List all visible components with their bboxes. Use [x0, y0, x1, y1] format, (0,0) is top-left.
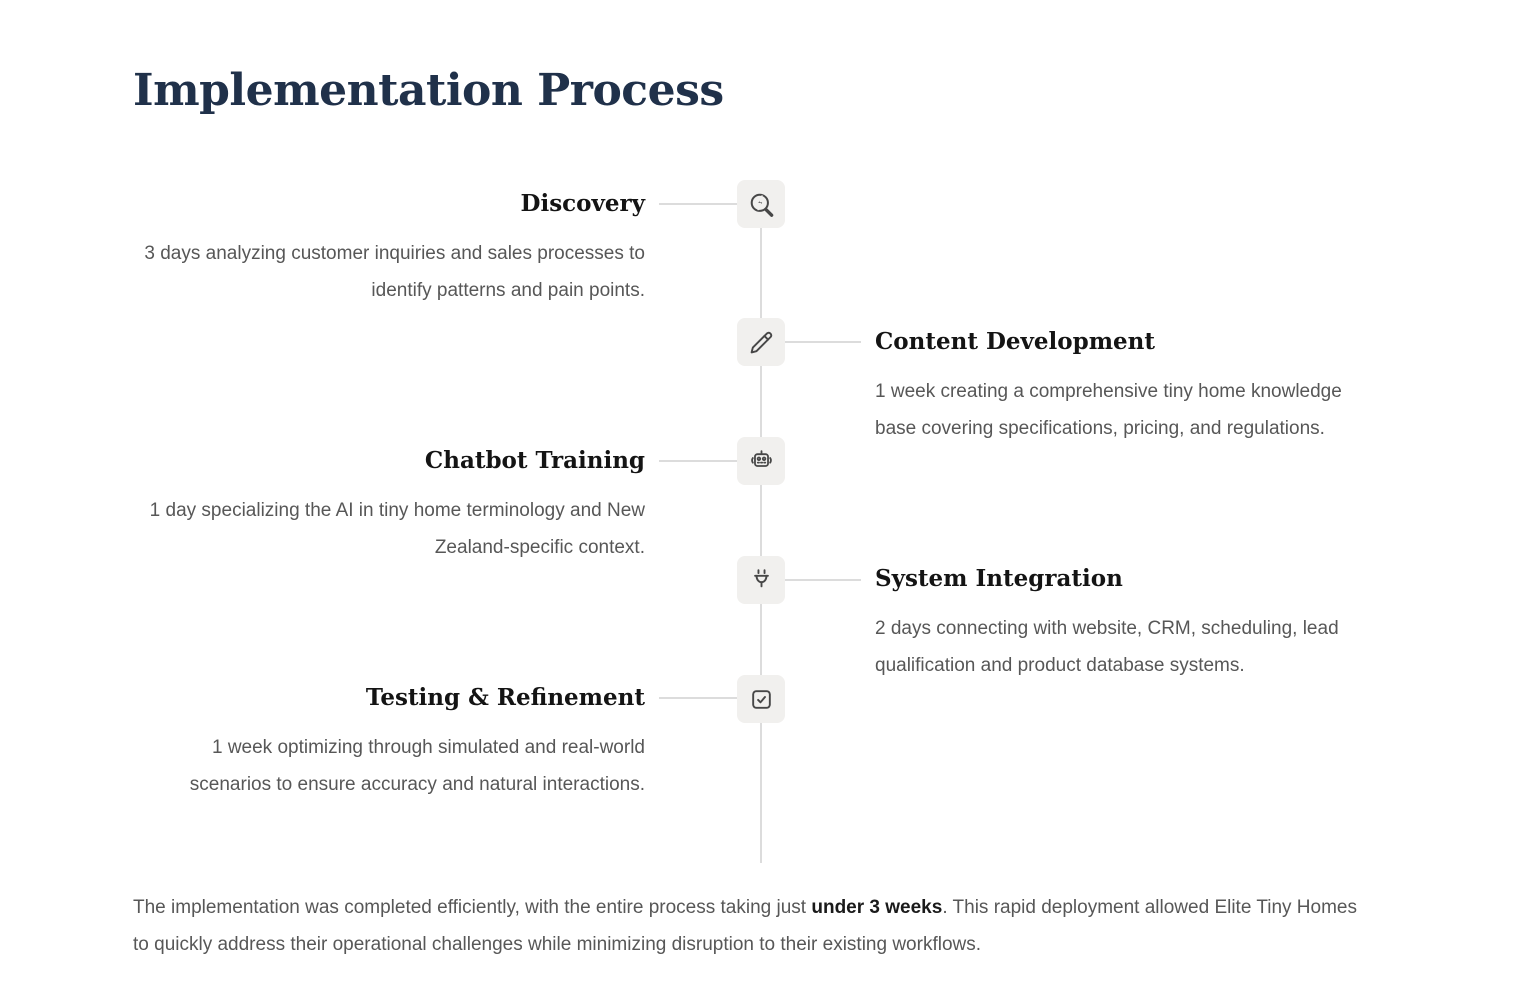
conclusion-paragraph: The implementation was completed efficie… — [133, 889, 1361, 963]
timeline-item-title: Discovery — [520, 190, 645, 217]
conclusion-text-after: . This rapid deployment allowed Elite Ti… — [133, 897, 1357, 955]
search-bolt-icon — [737, 180, 785, 228]
robot-icon — [737, 437, 785, 485]
pencil-icon — [737, 318, 785, 366]
connector-system-integration — [785, 579, 861, 581]
timeline-item-description: 1 week optimizing through simulated and … — [189, 737, 645, 795]
timeline-item-title: Testing & Refinement — [365, 684, 645, 711]
connector-content-development — [785, 341, 861, 343]
connector-chatbot-training — [659, 460, 737, 462]
plug-icon — [737, 556, 785, 604]
timeline-item-title: System Integration — [875, 565, 1123, 592]
timeline-item-title: Chatbot Training — [424, 447, 645, 474]
timeline-item-chatbot-training: Chatbot Training 1 day specializing the … — [140, 446, 645, 566]
timeline-item-discovery: Discovery 3 days analyzing customer inqu… — [140, 189, 645, 309]
connector-testing-refinement — [659, 697, 737, 699]
timeline-item-testing-refinement: Testing & Refinement 1 week optimizing t… — [140, 683, 645, 803]
conclusion-text-before: The implementation was completed efficie… — [133, 897, 812, 918]
timeline-spine — [760, 204, 762, 863]
timeline-item-content-development: Content Development 1 week creating a co… — [875, 327, 1387, 447]
timeline-item-description: 2 days connecting with website, CRM, sch… — [875, 618, 1339, 676]
page-title: Implementation Process — [133, 65, 724, 116]
conclusion-highlight: under 3 weeks — [811, 897, 943, 918]
timeline-item-system-integration: System Integration 2 days connecting wit… — [875, 564, 1387, 684]
connector-discovery — [659, 203, 737, 205]
timeline-item-description: 3 days analyzing customer inquiries and … — [144, 243, 645, 301]
timeline-item-description: 1 week creating a comprehensive tiny hom… — [875, 381, 1342, 439]
checkbox-icon — [737, 675, 785, 723]
timeline-item-title: Content Development — [875, 328, 1156, 355]
timeline-item-description: 1 day specializing the AI in tiny home t… — [149, 500, 645, 558]
